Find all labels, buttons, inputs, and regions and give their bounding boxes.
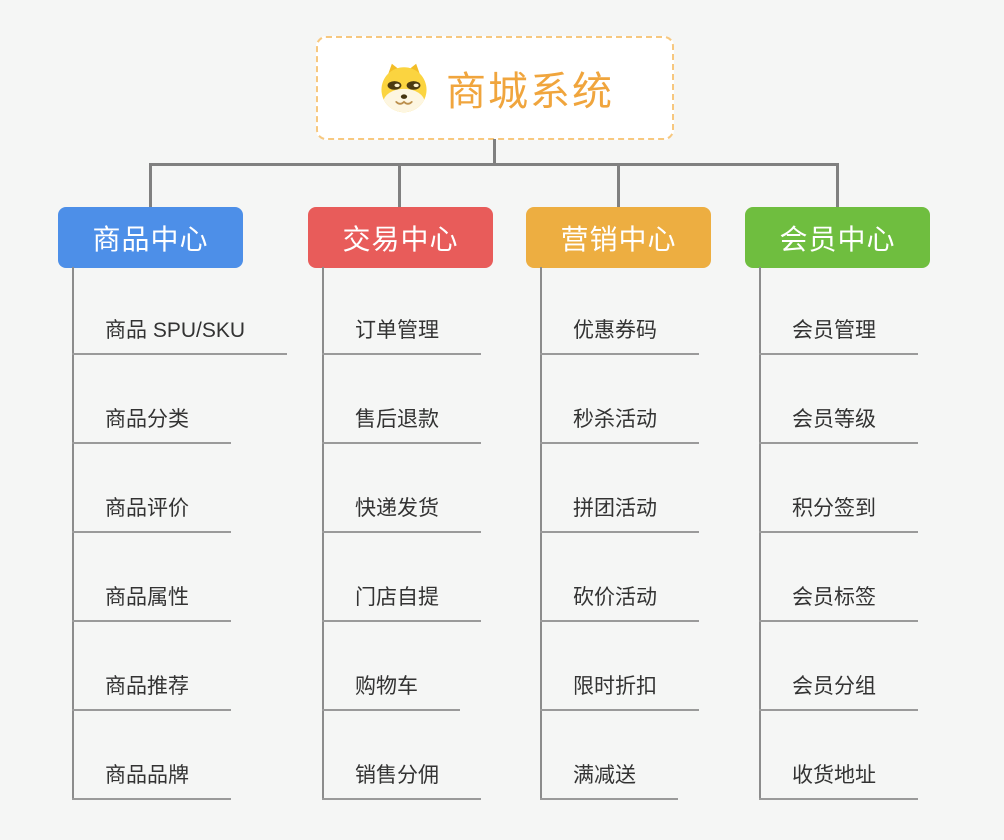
leaf-aftersale-refund[interactable]: 售后退款 (322, 402, 481, 444)
leaf-member-tag[interactable]: 会员标签 (759, 580, 918, 622)
leaf-member-management[interactable]: 会员管理 (759, 313, 918, 355)
branch-trade-center[interactable]: 交易中心 (308, 207, 493, 268)
leaf-product-category[interactable]: 商品分类 (72, 402, 231, 444)
leaf-express-delivery[interactable]: 快递发货 (322, 491, 481, 533)
leaf-flash-sale[interactable]: 秒杀活动 (540, 402, 699, 444)
leaf-group-buy[interactable]: 拼团活动 (540, 491, 699, 533)
connector-root-vertical (493, 139, 496, 165)
leaf-full-reduction[interactable]: 满减送 (540, 758, 678, 800)
leaf-order-management[interactable]: 订单管理 (322, 313, 481, 355)
leaf-shopping-cart[interactable]: 购物车 (322, 669, 460, 711)
spine-product-center (72, 267, 74, 800)
leaf-sales-commission[interactable]: 销售分佣 (322, 758, 481, 800)
branch-marketing-center[interactable]: 营销中心 (526, 207, 711, 268)
leaf-bargain-activity[interactable]: 砍价活动 (540, 580, 699, 622)
leaf-points-checkin[interactable]: 积分签到 (759, 491, 918, 533)
leaf-product-recommend[interactable]: 商品推荐 (72, 669, 231, 711)
spine-trade-center (322, 267, 324, 800)
leaf-coupon-code[interactable]: 优惠券码 (540, 313, 699, 355)
leaf-member-level[interactable]: 会员等级 (759, 402, 918, 444)
branch-product-center[interactable]: 商品中心 (58, 207, 243, 268)
leaf-store-pickup[interactable]: 门店自提 (322, 580, 481, 622)
connector-horizontal (149, 163, 839, 166)
root-title: 商城系统 (446, 70, 614, 114)
spine-marketing-center (540, 267, 542, 800)
leaf-product-spu-sku[interactable]: 商品 SPU/SKU (72, 313, 288, 355)
leaf-product-attribute[interactable]: 商品属性 (72, 580, 231, 622)
root-node[interactable]: 商城系统 (316, 36, 674, 140)
leaf-shipping-address[interactable]: 收货地址 (759, 758, 918, 800)
connector-drop-products (149, 164, 152, 208)
leaf-limited-time-discount[interactable]: 限时折扣 (540, 669, 699, 711)
leaf-member-group[interactable]: 会员分组 (759, 669, 918, 711)
dog-icon (376, 62, 432, 114)
spine-member-center (759, 267, 761, 800)
branch-member-center[interactable]: 会员中心 (745, 207, 930, 268)
connector-drop-members (836, 164, 839, 208)
leaf-product-brand[interactable]: 商品品牌 (72, 758, 231, 800)
connector-drop-marketing (617, 164, 620, 208)
leaf-product-review[interactable]: 商品评价 (72, 491, 231, 533)
connector-drop-trade (398, 164, 401, 208)
